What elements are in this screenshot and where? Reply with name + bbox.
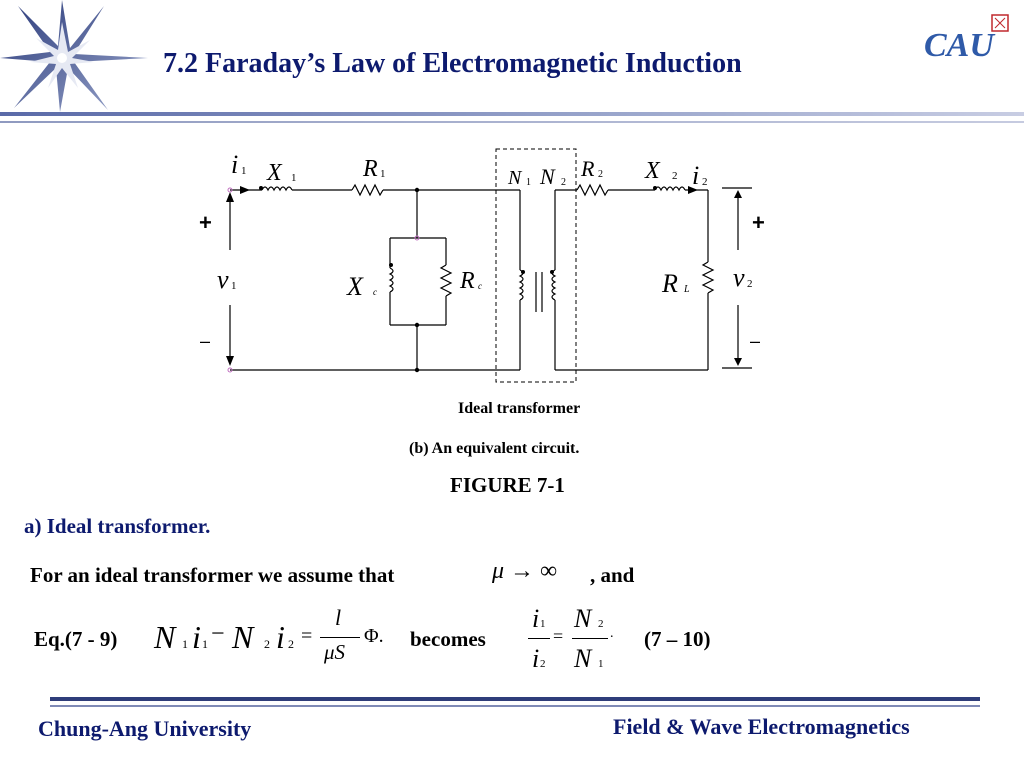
section-heading: a) Ideal transformer. [24, 514, 211, 538]
footer-divider-thin [50, 705, 980, 707]
svg-text:1: 1 [231, 280, 237, 292]
equation-label-7-9: Eq.(7 - 9) [34, 627, 118, 651]
x1-inductor [261, 186, 293, 192]
label-rc: R [459, 268, 475, 294]
page-title: 7.2 Faraday’s Law of Electromagnetic Ind… [163, 48, 742, 79]
and-text: , and [590, 563, 635, 587]
label-n1: N [507, 167, 523, 189]
becomes-text: becomes [410, 627, 486, 651]
secondary-coil [551, 269, 557, 301]
label-v1: v [217, 265, 229, 294]
equation-number-7-10: (7 – 10) [644, 627, 711, 651]
equation-7-10: i 1 i 2 = N 2 N 1 . [528, 604, 628, 674]
footer-divider [50, 697, 980, 701]
mu-infinity-expression: μ → ∞ [492, 558, 558, 584]
label-x2: X [644, 158, 661, 184]
svg-text:2: 2 [672, 170, 678, 182]
rl-resistor [701, 261, 715, 294]
figure-label: FIGURE 7-1 [450, 473, 565, 497]
svg-text:2: 2 [561, 177, 566, 188]
svg-text:c: c [478, 281, 482, 291]
caption-equivalent-circuit: (b) An equivalent circuit. [409, 440, 580, 457]
label-i1: i [231, 150, 238, 179]
rc-resistor [439, 264, 453, 297]
primary-coil [518, 269, 524, 301]
plus-right: + [752, 210, 765, 235]
caption-ideal-transformer: Ideal transformer [458, 400, 581, 417]
x2-inductor [654, 186, 686, 192]
label-rl: R [661, 269, 678, 298]
xc-inductor [388, 267, 394, 293]
label-xc: X [346, 272, 364, 301]
equivalent-circuit-diagram: i 1 X 1 R 1 N 1 N 2 R 2 X 2 i 2 v 1 v 2 … [199, 148, 765, 383]
cau-logo-text: CAU [924, 27, 996, 64]
svg-text:2: 2 [702, 176, 708, 188]
label-r1: R [362, 156, 378, 182]
label-r2: R [580, 156, 595, 181]
r1-resistor [351, 183, 384, 197]
header-divider-thin [0, 121, 1024, 123]
minus-left: – [200, 331, 210, 351]
r2-resistor [576, 183, 609, 197]
svg-text:1: 1 [291, 172, 297, 184]
footer-course: Field & Wave Electromagnetics [613, 714, 910, 739]
svg-text:1: 1 [241, 165, 247, 177]
footer-university: Chung-Ang University [38, 716, 252, 741]
label-n2: N [539, 164, 556, 189]
header-divider [0, 112, 1024, 116]
label-x1: X [266, 160, 283, 186]
plus-left: + [199, 210, 212, 235]
label-v2: v [733, 263, 745, 292]
cau-logo: CAU [924, 14, 1009, 64]
svg-text:1: 1 [526, 177, 531, 188]
svg-text:c: c [373, 287, 377, 297]
svg-text:1: 1 [380, 168, 386, 180]
minus-right: – [750, 331, 760, 351]
label-i2: i [692, 161, 699, 190]
svg-text:2: 2 [598, 169, 603, 180]
svg-text:L: L [683, 284, 690, 295]
assumption-text: For an ideal transformer we assume that [30, 563, 395, 587]
svg-text:2: 2 [747, 278, 753, 290]
star-logo-icon [0, 0, 150, 112]
equation-7-9: N 1 i 1 − N 2 i 2 = l μS Φ. [154, 605, 384, 664]
